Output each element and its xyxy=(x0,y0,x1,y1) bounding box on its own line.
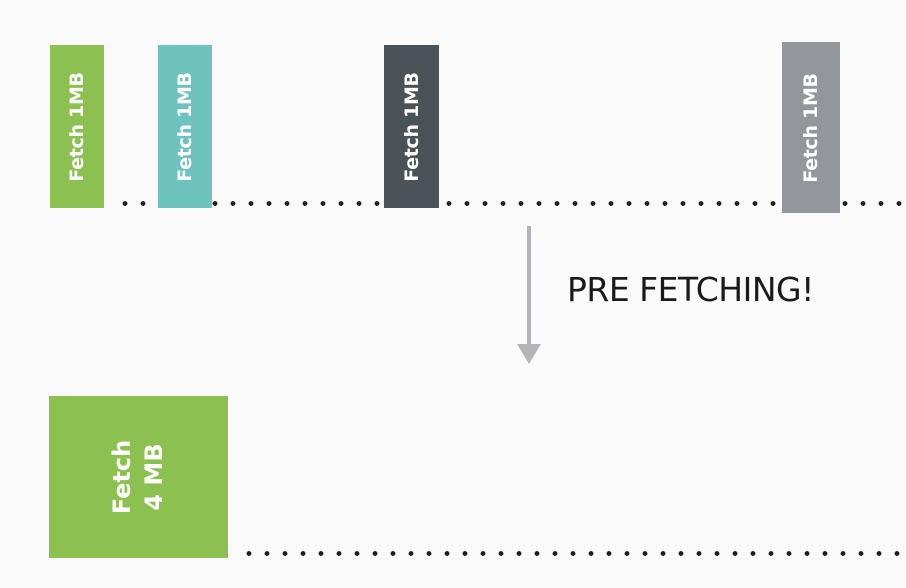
fetch-block-4: Fetch 1MB xyxy=(782,42,840,213)
arrow-down-icon xyxy=(517,344,541,364)
fetch-block-2: Fetch 1MB xyxy=(158,45,212,208)
combined-fetch-block: Fetch 4 MB xyxy=(49,396,228,558)
combined-fetch-label-line2: 4 MB xyxy=(140,443,169,511)
fetch-block-label: Fetch 1MB xyxy=(400,71,423,182)
fetch-block-3: Fetch 1MB xyxy=(384,45,439,208)
combined-fetch-label: Fetch 4 MB xyxy=(106,440,170,514)
top-timeline xyxy=(116,201,906,206)
fetch-block-label: Fetch 1MB xyxy=(800,72,822,183)
fetch-block-label: Fetch 1MB xyxy=(174,71,196,182)
fetch-block-label: Fetch 1MB xyxy=(66,71,88,182)
combined-fetch-label-line1: Fetch xyxy=(108,439,137,515)
arrow-down-shaft xyxy=(527,226,531,348)
prefetching-caption: PRE FETCHING! xyxy=(567,270,814,309)
fetch-block-1: Fetch 1MB xyxy=(50,45,104,208)
bottom-timeline xyxy=(240,551,906,556)
